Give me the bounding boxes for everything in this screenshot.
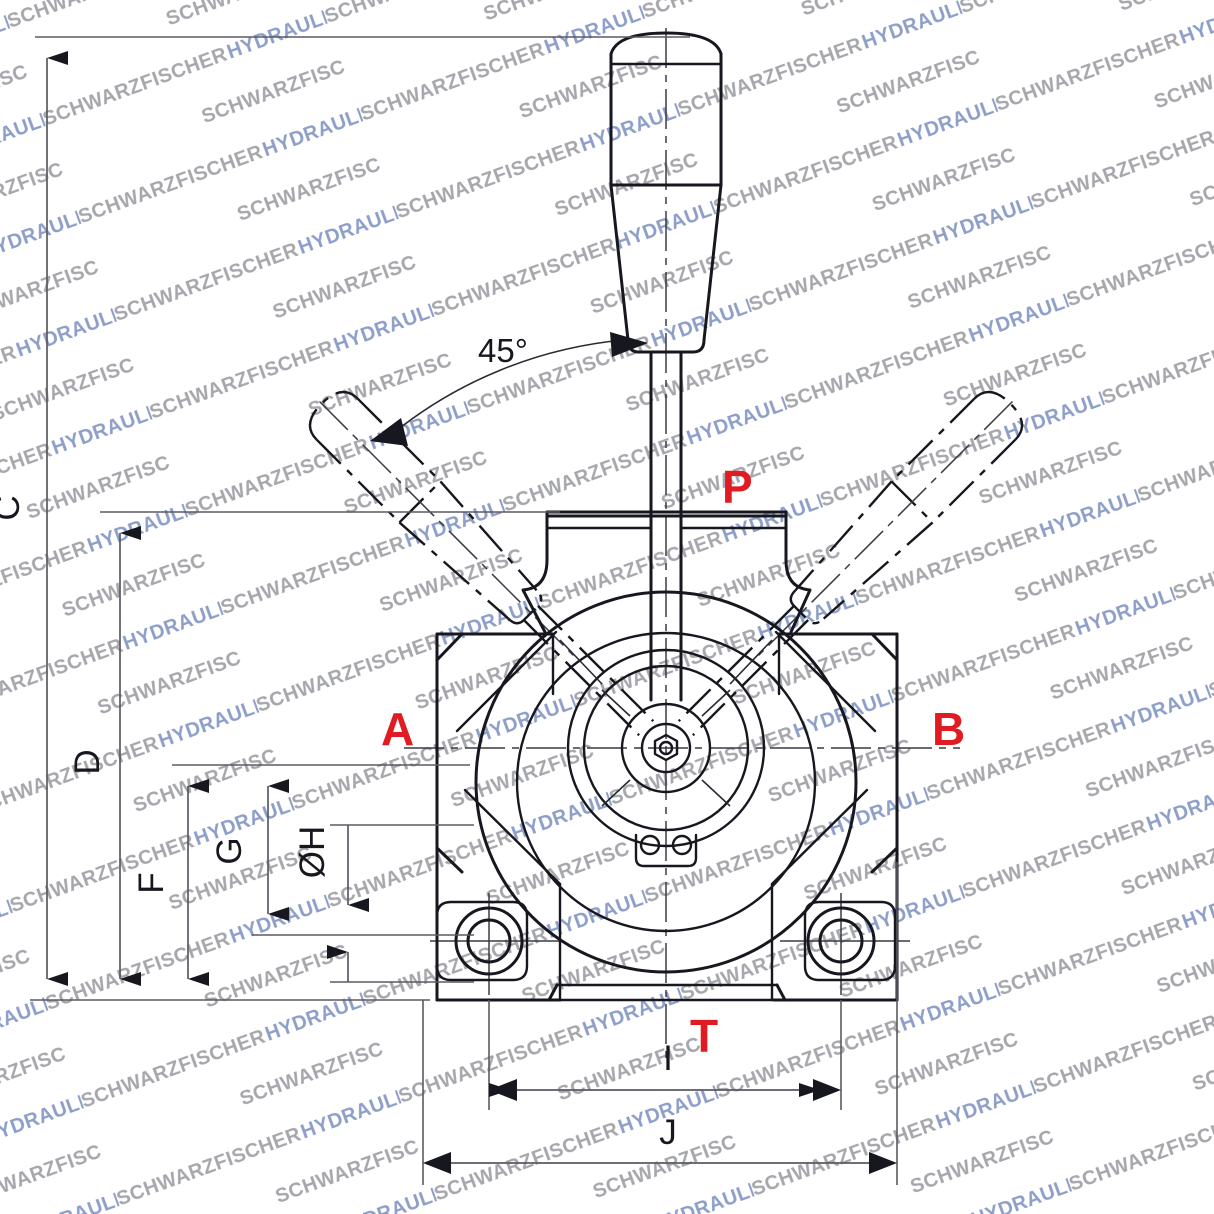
port-labels: P A B T — [381, 461, 965, 1062]
handle-left-phantom — [308, 390, 655, 737]
valve-body — [435, 510, 899, 1002]
dimension-label-d: D — [68, 749, 107, 774]
dimension-I: I — [489, 1039, 841, 1101]
dimension-label-g: G — [210, 837, 249, 864]
handle-center — [609, 31, 723, 702]
arrow-head-right — [610, 332, 648, 357]
angle-label: 45° — [478, 332, 528, 369]
port-label-a: A — [381, 703, 414, 755]
dimension-label-f: F — [132, 872, 171, 893]
dimension-label-oh: ØH — [293, 826, 332, 879]
extension-lines — [30, 36, 898, 1185]
dimension-G: G — [210, 779, 289, 921]
arrow-head-left — [370, 418, 408, 446]
port-label-b: B — [932, 703, 965, 755]
port-label-p: P — [722, 461, 753, 513]
dimension-J: J — [423, 1113, 897, 1174]
dimension-lines: C D F G ØH — [0, 51, 897, 1174]
dimension-D: D — [68, 526, 141, 986]
dimension-label-c: C — [0, 495, 27, 520]
dimension-C: C — [0, 51, 68, 986]
dimension-label-i: I — [663, 1039, 673, 1078]
dimension-F: F — [132, 779, 209, 986]
dimension-label-j: J — [659, 1113, 677, 1152]
center-lines — [404, 28, 960, 1060]
port-label-t: T — [690, 1010, 718, 1062]
angle-swing-annotation: 45° — [370, 332, 648, 446]
handle-right-phantom — [677, 390, 1024, 737]
dimension-OH: ØH — [293, 825, 369, 982]
